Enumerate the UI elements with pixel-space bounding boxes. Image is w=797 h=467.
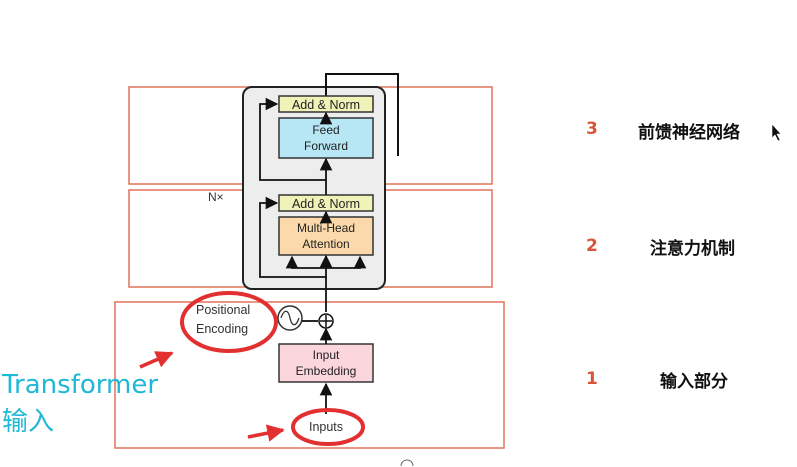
- inputs-label: Inputs: [309, 420, 343, 434]
- red-arrow-positional: [139, 351, 174, 369]
- positional-label-2: Encoding: [196, 322, 248, 336]
- attention-label-1: Multi-Head: [297, 221, 355, 235]
- residual-att: [259, 196, 326, 278]
- highlight-positional: [180, 291, 278, 353]
- feed-forward-label-2: Forward: [304, 139, 348, 153]
- input-embedding-box: [278, 343, 374, 383]
- section-box-input: [114, 301, 505, 449]
- section-number-3: 3: [586, 119, 598, 139]
- red-arrow-inputs: [247, 424, 285, 442]
- section-number-2: 2: [586, 236, 598, 256]
- arrow-head-left: [285, 255, 326, 269]
- encoder-output-line: [325, 73, 399, 156]
- add-norm-top-label: Add & Norm: [292, 98, 360, 112]
- cursor-icon: [771, 123, 782, 142]
- positional-label-1: Positional: [196, 303, 250, 317]
- residual-ff: [259, 97, 326, 181]
- stray-mark: [400, 459, 414, 467]
- nx-label: N×: [208, 190, 224, 204]
- section-label-feed-forward: 前馈神经网络: [638, 123, 740, 143]
- annotation-input: 输入: [2, 407, 55, 437]
- highlight-inputs: [291, 408, 365, 446]
- add-norm-mid-label: Add & Norm: [292, 197, 360, 211]
- embedding-label-2: Embedding: [296, 364, 357, 378]
- annotation-transformer: Transformer: [2, 370, 159, 400]
- arrow-head-right: [326, 255, 367, 269]
- section-label-input: 输入部分: [660, 372, 728, 392]
- embedding-label-1: Input: [313, 348, 340, 362]
- section-number-1: 1: [586, 369, 598, 389]
- feed-forward-label-1: Feed: [312, 123, 339, 137]
- section-label-attention: 注意力机制: [650, 239, 735, 259]
- attention-label-2: Attention: [302, 237, 349, 251]
